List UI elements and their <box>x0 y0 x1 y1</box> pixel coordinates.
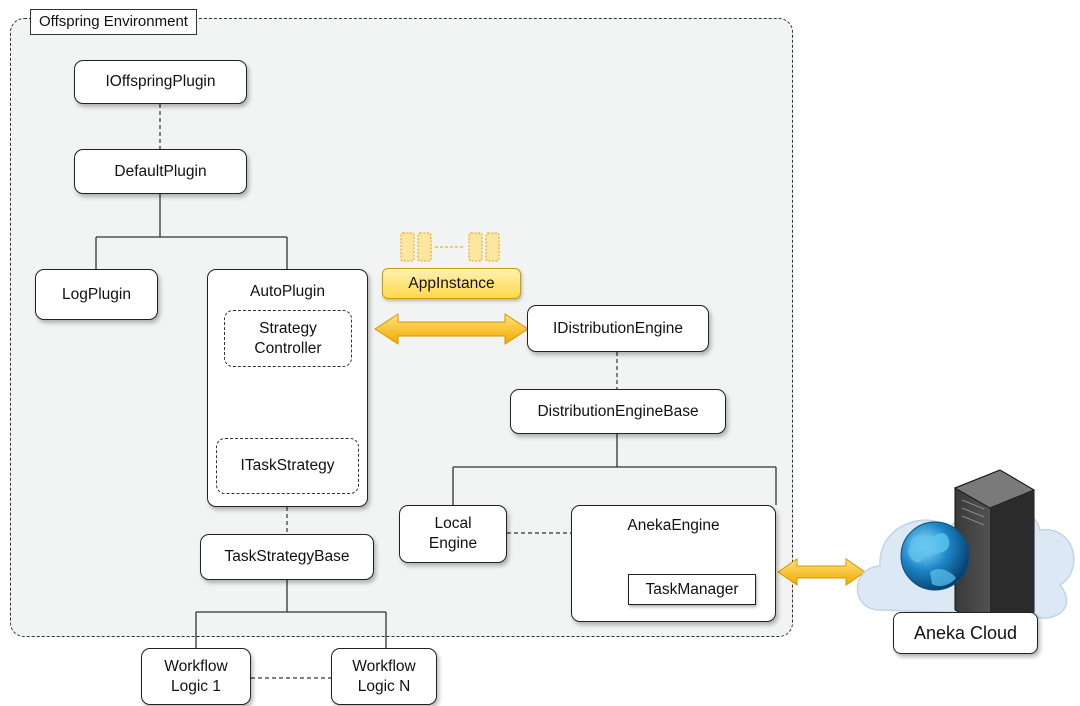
document-stack-icon <box>400 232 500 262</box>
ioffspring-plugin-node: IOffspringPlugin <box>74 60 247 104</box>
itask-strategy-node: ITaskStrategy <box>216 438 359 494</box>
app-instance-node: AppInstance <box>382 268 521 299</box>
aneka-cloud-label: Aneka Cloud <box>893 612 1038 654</box>
default-plugin-node: DefaultPlugin <box>74 149 247 194</box>
workflow-logic-n-node: Workflow Logic N <box>331 648 437 705</box>
strategy-controller-node: Strategy Controller <box>224 310 352 367</box>
task-strategy-base-node: TaskStrategyBase <box>200 534 374 580</box>
globe-icon <box>900 521 970 591</box>
environment-label: Offspring Environment <box>30 9 197 35</box>
server-icon <box>953 469 1036 631</box>
local-engine-node: Local Engine <box>399 505 507 563</box>
auto-plugin-label: AutoPlugin <box>250 283 325 300</box>
double-arrow-aneka-cloud <box>777 558 866 586</box>
task-manager-node: TaskManager <box>628 574 756 605</box>
idistribution-engine-node: IDistributionEngine <box>527 305 709 352</box>
distribution-engine-base-node: DistributionEngineBase <box>510 389 726 434</box>
double-arrow-controller-distribution <box>374 313 529 345</box>
aneka-engine-label: AnekaEngine <box>627 517 720 534</box>
workflow-logic-1-node: Workflow Logic 1 <box>141 648 251 705</box>
log-plugin-node: LogPlugin <box>35 269 158 320</box>
